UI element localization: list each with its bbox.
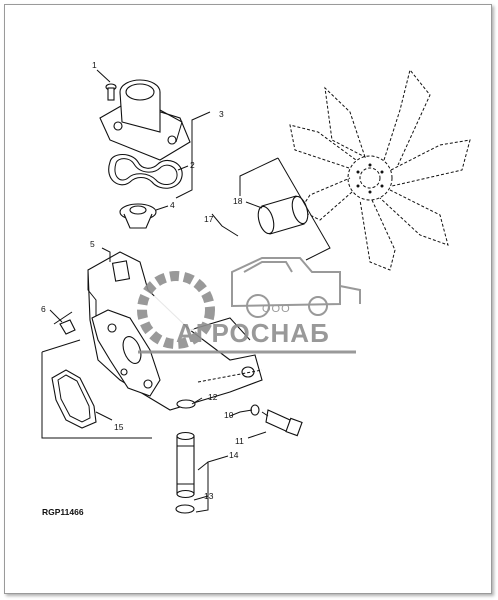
plug-part (49, 309, 76, 335)
callout-17: 17 (204, 214, 214, 224)
watermark-ooo: ООО (262, 303, 291, 315)
callout-labels: 1 2 3 4 5 6 10 11 12 13 14 15 17 18 (41, 60, 244, 501)
watermark-company-name: АГРОСНАБ (176, 318, 330, 348)
combine-harvester-icon (231, 257, 361, 318)
diagram-reference-code: RGP11466 (42, 507, 84, 517)
callout-18: 18 (233, 196, 243, 206)
cover-gasket-part (51, 369, 97, 429)
bolt-part (96, 69, 117, 101)
callout-10: 10 (224, 410, 234, 420)
callout-3: 3 (219, 109, 224, 119)
thermostat-housing (99, 79, 191, 161)
gasket-part (108, 153, 183, 189)
callout-13: 13 (204, 491, 214, 501)
callout-1: 1 (92, 60, 97, 70)
gear-icon (137, 271, 215, 349)
leader-lines (41, 111, 331, 513)
diagram-frame (4, 4, 492, 594)
callout-6: 6 (41, 304, 46, 314)
watermark: ООО АГРОСНАБ (137, 257, 361, 354)
fan-phantom (289, 68, 471, 271)
callout-4: 4 (170, 200, 175, 210)
callout-11: 11 (235, 436, 244, 446)
callout-14: 14 (229, 450, 239, 460)
sleeve-part (257, 195, 309, 235)
callout-2: 2 (190, 160, 195, 170)
pipe-part (175, 399, 196, 514)
callout-5: 5 (90, 239, 95, 249)
thermostat-part (119, 203, 157, 229)
callout-12: 12 (208, 392, 218, 402)
temperature-sensor-part (250, 404, 303, 437)
callout-15: 15 (114, 422, 124, 432)
